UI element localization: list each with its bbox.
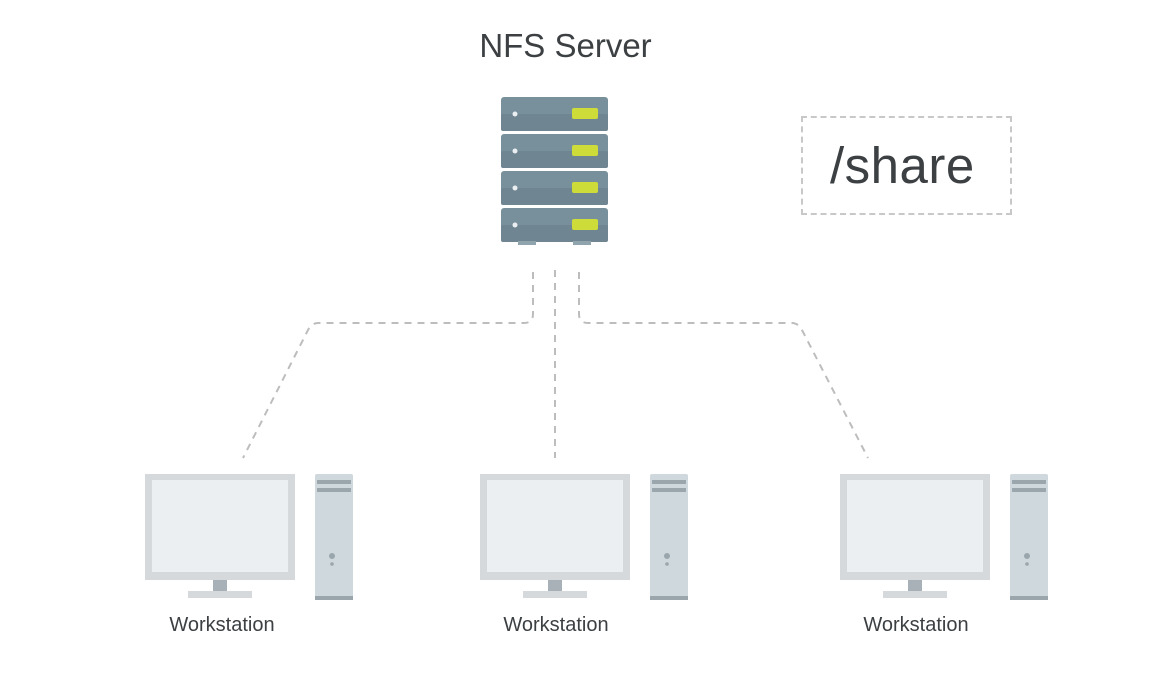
server-rack-icon [501, 97, 608, 245]
monitor-neck [908, 580, 922, 591]
share-box [801, 116, 1012, 215]
pc-tower [1010, 474, 1048, 600]
monitor-screen [152, 480, 288, 572]
monitor-neck [548, 580, 562, 591]
workstation-label: Workstation [863, 614, 969, 636]
server-foot [518, 241, 536, 245]
server-unit [501, 97, 608, 131]
connection-left [242, 272, 534, 459]
server-title: NFS Server [0, 27, 1161, 65]
server-unit [501, 208, 608, 242]
monitor-screen [487, 480, 623, 572]
workstation-label: Workstation [169, 614, 275, 636]
server-unit [501, 134, 608, 168]
workstation-label: Workstation [503, 614, 609, 636]
pc-tower [650, 474, 688, 600]
pc-tower [315, 474, 353, 600]
server-title-text: NFS Server [479, 27, 652, 64]
server-foot [573, 241, 591, 245]
monitor-base [523, 591, 587, 598]
connection-right [578, 272, 869, 459]
monitor-neck [213, 580, 227, 591]
share-path: /share [830, 137, 975, 194]
server-unit [501, 171, 608, 205]
workstation-icon [145, 474, 353, 600]
workstation-icon [480, 474, 688, 600]
monitor-base [188, 591, 252, 598]
monitor-screen [847, 480, 983, 572]
workstation-icon [840, 474, 1048, 600]
monitor-base [883, 591, 947, 598]
